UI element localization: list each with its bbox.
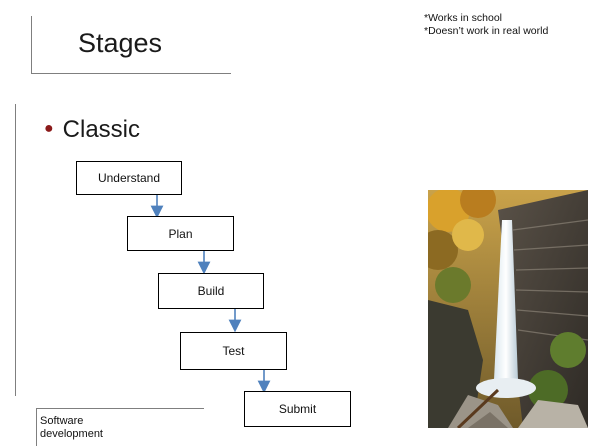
title-frame-vertical-line (31, 16, 32, 74)
footer-line: Software (40, 415, 84, 427)
note-line: *Works in school (424, 12, 503, 24)
bullet-dot-icon: ● (44, 120, 54, 137)
slide-title: Stages (78, 28, 163, 58)
waterfall-image (428, 190, 588, 428)
body-vertical-line (15, 104, 16, 396)
step-test: Test (180, 332, 287, 370)
step-build: Build (158, 273, 264, 309)
footer-line: development (40, 428, 103, 440)
footer-label: Software development (40, 415, 103, 441)
step-submit: Submit (244, 391, 351, 427)
footer-frame-vertical-line (36, 408, 37, 446)
step-plan: Plan (127, 216, 234, 251)
bullet-item: ● Classic (44, 116, 140, 144)
waterfall-photo (428, 190, 588, 428)
title-frame-horizontal-line (31, 73, 231, 74)
footer-frame-horizontal-line (36, 408, 204, 409)
notes: *Works in school *Doesn’t work in real w… (424, 12, 548, 38)
note-line: *Doesn’t work in real world (424, 25, 549, 37)
step-understand: Understand (76, 161, 182, 195)
bullet-text: Classic (62, 116, 141, 143)
